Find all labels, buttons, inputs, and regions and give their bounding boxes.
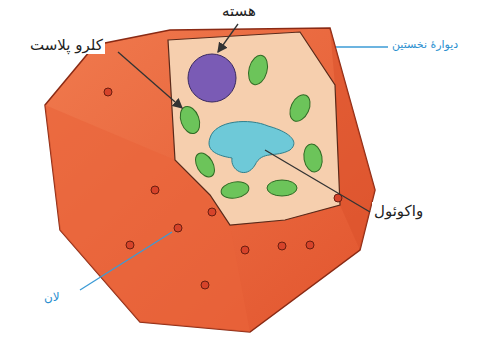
part-label: دیوارهٔ نخستین (390, 38, 460, 51)
part-label: کلرو پلاست (28, 36, 105, 54)
part-label: هسته (220, 2, 258, 20)
leader-lines-blue (80, 47, 388, 290)
chloroplasts (177, 53, 325, 200)
nucleus (188, 54, 236, 102)
part-label: لان (42, 290, 62, 304)
part-label: واکوئول (372, 202, 425, 220)
cell-wall (45, 28, 375, 332)
vacuole (209, 122, 294, 173)
leader-lines (118, 24, 370, 212)
cytoplasm (168, 32, 340, 225)
pits (104, 88, 342, 289)
